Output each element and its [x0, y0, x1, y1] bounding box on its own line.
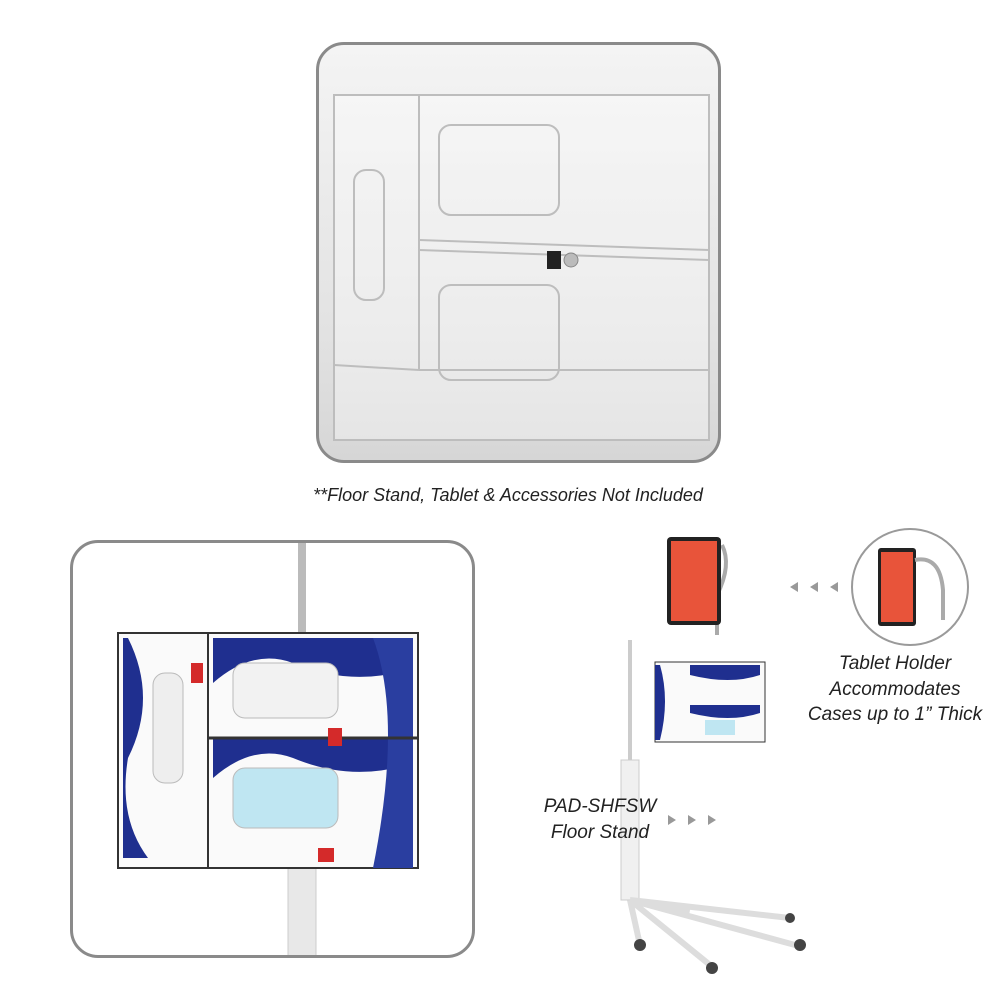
cabinet-product-photo — [316, 42, 721, 463]
lock-icon — [547, 251, 561, 269]
callout-line: PAD-SHFSW — [543, 796, 657, 817]
dispenser-closeup-illustration — [117, 543, 419, 955]
acrylic-cabinet-illustration — [333, 94, 710, 441]
tablet-holder-detail — [851, 528, 969, 646]
callout-line: Cases up to 1” Thick — [807, 704, 983, 725]
floor-stand-callout: PAD-SHFSW Floor Stand — [525, 794, 675, 845]
callout-line: Floor Stand — [550, 821, 650, 843]
tablet-holder-callout: Tablet Holder Accommodates Cases up to 1… — [795, 651, 995, 728]
callout-line: Accommodates — [829, 678, 961, 700]
not-included-note: **Floor Stand, Tablet & Accessories Not … — [313, 485, 703, 505]
mounted-cabinet-closeup — [70, 540, 475, 958]
callout-line: Tablet Holder — [838, 653, 952, 674]
